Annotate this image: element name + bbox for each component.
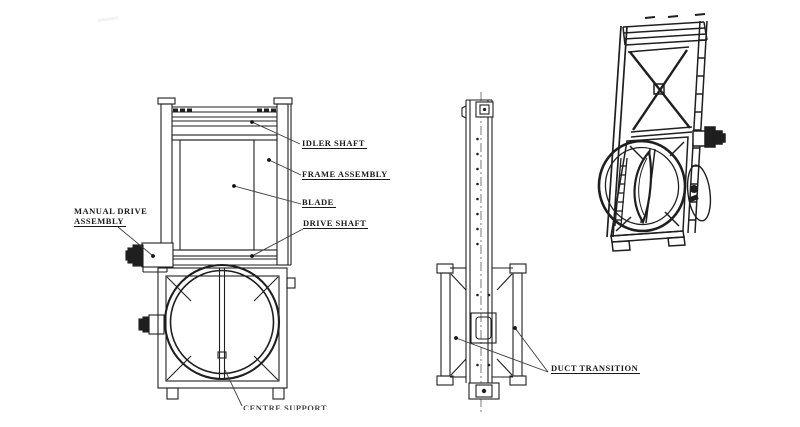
side-gussets [450,273,513,376]
side-top-bearing [475,101,494,118]
leader-manual-drive [117,226,154,257]
front-duct-flange-inner [169,269,275,375]
centre-support-text: CENTRE SUPPORT [243,403,327,410]
leader-duct-transition-left [455,337,549,373]
side-duct-transition-left-flange [436,263,454,386]
front-right-post-cap [273,97,293,105]
label-idler-shaft: IDLER SHAFT [302,138,367,149]
label-drive-shaft: DRIVE SHAFT [303,218,369,229]
idler-shaft-text: IDLER SHAFT [302,138,367,149]
front-view [125,97,296,400]
front-duct-flange-outer [163,263,281,381]
front-drive-shaft-end [138,314,165,335]
iso-foot-right [667,236,686,247]
leader-frame-assembly [268,159,302,176]
front-top-hatch-marks [173,108,276,112]
iso-duct-flange-outer [597,139,687,233]
manual-drive-text-line1: MANUAL DRIVE [74,206,148,216]
frame-assembly-text: FRAME ASSEMBLY [302,169,390,180]
iso-foot-left [611,240,631,252]
iso-x-brace [629,49,691,131]
iso-far-flange [686,164,712,222]
front-duct-box-inner [165,275,280,382]
front-right-post [276,103,289,266]
iso-far-drive [688,185,699,203]
side-bolt-holes [476,137,491,367]
front-idler-shaft-rails [172,106,277,127]
label-blade: BLADE [302,197,336,208]
iso-duct-flange-inner [604,146,680,226]
front-duct-box-outer [157,267,288,389]
side-view [436,92,527,412]
front-foot-left [166,387,179,400]
drive-shaft-text: DRIVE SHAFT [303,218,369,229]
duct-transition-text: DUCT TRANSITION [551,363,641,374]
blade-text: BLADE [302,197,336,208]
smudge-mark [98,16,119,22]
leader-duct-transition-right [514,327,549,373]
iso-bottom-rail [610,230,685,243]
leader-dots [151,120,517,340]
front-manual-drive [125,242,174,273]
iso-x-brace-hub [653,83,665,95]
label-duct-transition: DUCT TRANSITION [551,363,641,374]
side-column [461,99,493,383]
label-frame-assembly: FRAME ASSEMBLY [302,169,390,180]
isometric-view [597,13,726,252]
front-foot-right [272,387,285,400]
leader-drive-shaft [251,228,304,257]
iso-top-ticks [644,13,706,19]
front-corner-gussets [166,276,279,381]
side-access-panel [470,312,497,344]
iso-top-rails [622,21,708,53]
leader-lines [117,120,549,407]
leader-centre-support [224,369,243,407]
iso-manual-drive [692,126,726,148]
side-duct-transition-right-flange [509,263,527,386]
leader-blade [233,185,302,205]
iso-inner-ladder [614,157,628,227]
front-right-tab [286,277,296,289]
side-bottom-bearing [468,382,500,400]
front-centre-support [217,268,227,378]
label-manual-drive-assembly: MANUAL DRIVE ASSEMBLY [74,206,147,227]
label-centre-support: CENTRE SUPPORT [243,403,327,410]
leader-idler-shaft [251,121,301,145]
front-left-post [160,103,173,266]
iso-blade [633,149,653,225]
front-blade [179,139,255,251]
front-left-post-cap [157,97,176,105]
manual-drive-text-line2: ASSEMBLY [74,216,126,227]
